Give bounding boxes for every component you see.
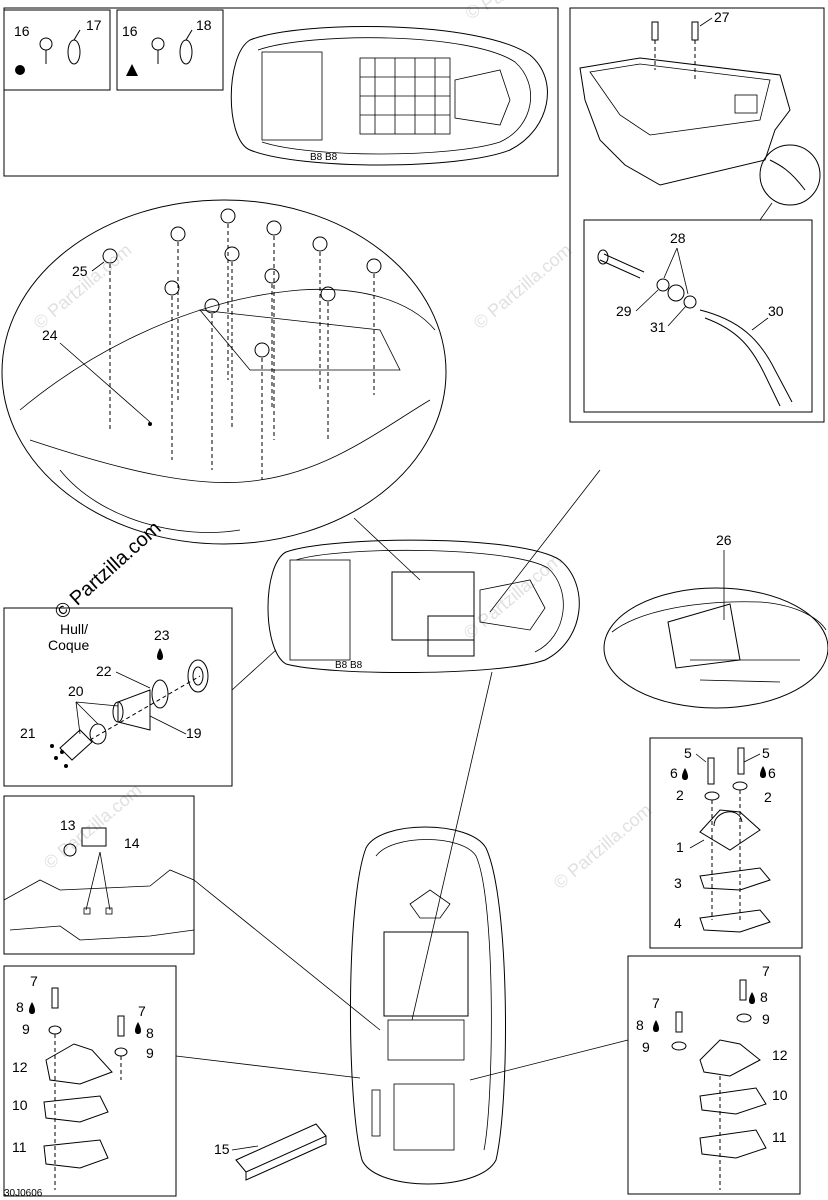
top-hull-view-panel: B8 B8 [3,7,559,177]
callout-11: 11 [12,1139,27,1155]
callout-9: 9 [22,1021,30,1037]
engine-mount-rear-right-panel: 7 8 9 7 8 9 12 10 11 [469,955,801,1195]
circle-symbol [15,65,25,75]
callout-12: 12 [12,1059,28,1075]
callout-29: 29 [616,303,632,319]
callout-30: 30 [768,303,784,319]
watermark: © Partzilla.com [470,240,576,333]
callout-3: 3 [674,875,682,891]
rivet-group [102,208,382,480]
watermark: © Partzilla.com [550,800,656,893]
callout-18: 18 [196,17,212,33]
drop-icon [157,648,163,660]
legend-box-triangle [116,9,224,91]
callout-15: 15 [214,1141,230,1157]
callout-27: 27 [714,9,730,25]
callout-7: 7 [138,1003,146,1019]
hull-marking: B8 B8 [310,152,338,163]
callout-7: 7 [30,973,38,989]
callout-21: 21 [20,725,36,741]
watermark: © Partzilla.com [460,550,566,643]
drop-icon [682,768,688,780]
drop-icon [749,992,755,1004]
callout-9: 9 [642,1039,650,1055]
callout-13: 13 [60,817,76,833]
callout-16: 16 [14,23,30,39]
watermark: © Partzilla.com [40,780,146,873]
drop-icon [760,766,766,778]
callout-9: 9 [762,1011,770,1027]
callout-22: 22 [96,663,112,679]
storage-bin-panel: 27 28 29 31 30 [569,7,825,423]
floor-fastener-panel: 13 14 [3,795,195,955]
callout-19: 19 [186,725,202,741]
callout-8: 8 [636,1017,644,1033]
callout-23: 23 [154,627,170,643]
drop-icon [653,1020,659,1032]
legend-box-circle [3,9,111,91]
callout-5: 5 [684,745,692,761]
callout-10: 10 [12,1097,28,1113]
hull-marking: B8 B8 [335,660,363,671]
engine-mount-rear-left-panel: 7 8 9 7 8 9 12 10 11 [3,965,361,1197]
callout-4: 4 [674,915,682,931]
callout-9: 9 [146,1045,154,1061]
callout-8: 8 [16,999,24,1015]
legend-fasteners: 16 17 16 18 [3,9,224,91]
callout-6: 6 [670,765,678,781]
drop-icon [135,1022,141,1034]
drain-plug-panel: Hull/ Coque 23 22 20 21 19 [3,607,277,787]
callout-6: 6 [768,765,776,781]
triangle-symbol [126,64,138,76]
callout-2: 2 [676,787,684,803]
seat-panel-detail: 26 [603,532,828,709]
callout-28: 28 [670,230,686,246]
callout-2: 2 [764,789,772,805]
callout-17: 17 [86,17,102,33]
callout-24: 24 [42,327,58,343]
callout-20: 20 [68,683,84,699]
callout-8: 8 [760,989,768,1005]
watermark: © Partzilla.com [462,0,577,23]
callout-26: 26 [716,532,732,548]
callout-25: 25 [72,263,88,279]
deck-rivets-detail: 25 24 [1,199,447,581]
watermarks: © Partzilla.com © Partzilla.com © Partzi… [30,0,656,893]
drop-icon [29,1002,35,1014]
callout-11: 11 [772,1129,787,1145]
callout-10: 10 [772,1087,788,1103]
diagram-code: 30J0606 [4,1188,43,1199]
callout-7: 7 [652,995,660,1011]
hull-label-line2: Coque [48,637,89,653]
callout-14: 14 [124,835,140,851]
callout-1: 1 [676,839,684,855]
engine-mount-front-panel: 5 5 6 6 2 2 1 3 4 [649,737,803,949]
callout-31: 31 [650,319,666,335]
part-15-pad: 15 [214,1123,327,1181]
callout-5: 5 [762,745,770,761]
callout-16: 16 [122,23,138,39]
center-hull-view: B8 B8 [267,469,601,674]
hull-label-line1: Hull/ [60,621,88,637]
bottom-hull-view [193,671,506,1185]
callout-7: 7 [762,963,770,979]
watermark: © Partzilla.com [30,240,136,333]
callout-8: 8 [146,1025,154,1041]
callout-12: 12 [772,1047,788,1063]
